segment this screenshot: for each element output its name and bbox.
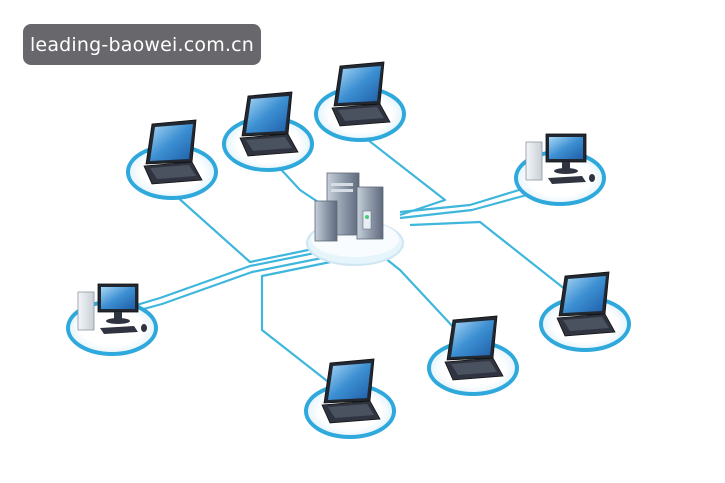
node-4 [514, 133, 606, 206]
server-icon [314, 172, 384, 242]
laptop-icon [143, 119, 203, 185]
desktop-icon [77, 283, 147, 334]
laptop-icon [444, 315, 504, 381]
node-8 [66, 283, 158, 356]
node-5 [539, 271, 631, 352]
node-1 [126, 119, 218, 200]
cable-to-node-4b [399, 188, 546, 220]
client-nodes [66, 61, 631, 439]
laptop-icon [556, 271, 616, 337]
node-6 [427, 315, 519, 396]
cable-to-node-8 [119, 250, 321, 312]
desktop-icon [525, 133, 595, 184]
svg-text:.: . [0, 0, 1, 1]
watermark-text: leading-baowei.com.cn [29, 33, 255, 56]
laptop-icon [239, 91, 299, 157]
laptop-icon [331, 61, 391, 127]
node-2 [222, 91, 314, 172]
watermark-badge: leading-baowei.com.cn [23, 24, 261, 65]
node-7 [304, 358, 396, 439]
cable-to-node-6 [384, 257, 471, 346]
cable-to-node-5 [409, 220, 586, 306]
laptop-icon [321, 358, 381, 424]
cable-to-node-8b [117, 256, 323, 318]
server-hub [306, 172, 404, 266]
cable-to-node-7 [260, 256, 351, 396]
node-3 [314, 61, 406, 142]
